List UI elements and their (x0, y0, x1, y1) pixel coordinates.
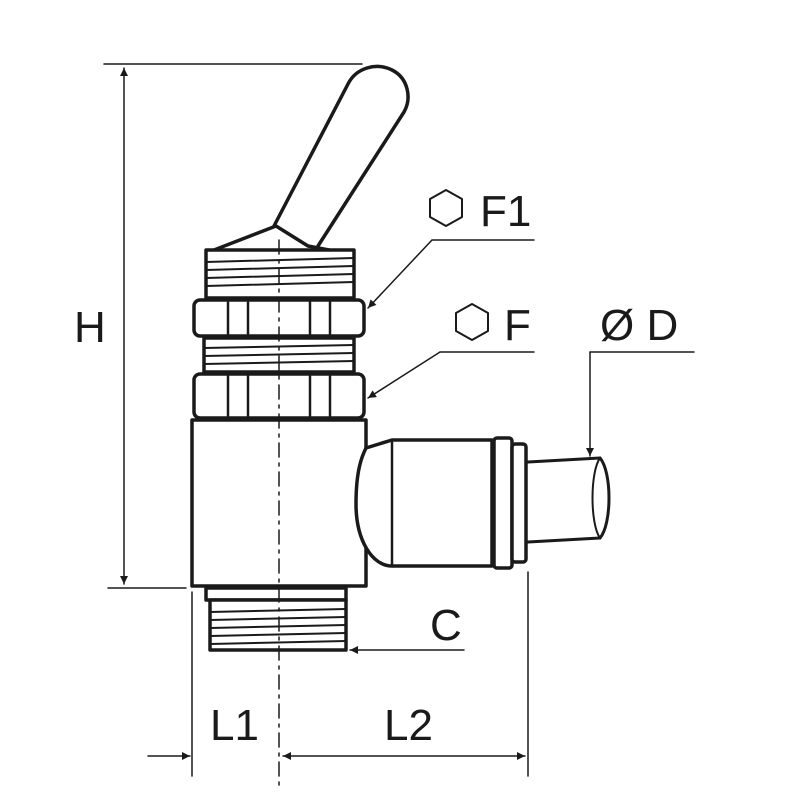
upper-thread (204, 248, 356, 300)
bottom-thread (204, 586, 348, 652)
label-c: C (430, 601, 462, 650)
hexagon-icon (455, 303, 489, 341)
label-l1: L1 (210, 701, 259, 750)
label-f1: F1 (480, 187, 531, 236)
label-h: H (74, 303, 106, 352)
dimension-h (103, 63, 363, 589)
label-l2: L2 (384, 701, 433, 750)
side-fitting (354, 436, 528, 570)
label-f: F (504, 301, 531, 350)
leader-diameter (586, 351, 695, 457)
lever-handle (272, 64, 410, 248)
tube (526, 456, 611, 544)
label-diameter: Ø D (600, 301, 678, 350)
leader-f (367, 351, 535, 399)
hexagon-icon (429, 189, 463, 227)
dimension-extension-lines (191, 571, 529, 777)
leader-f1 (367, 239, 535, 309)
